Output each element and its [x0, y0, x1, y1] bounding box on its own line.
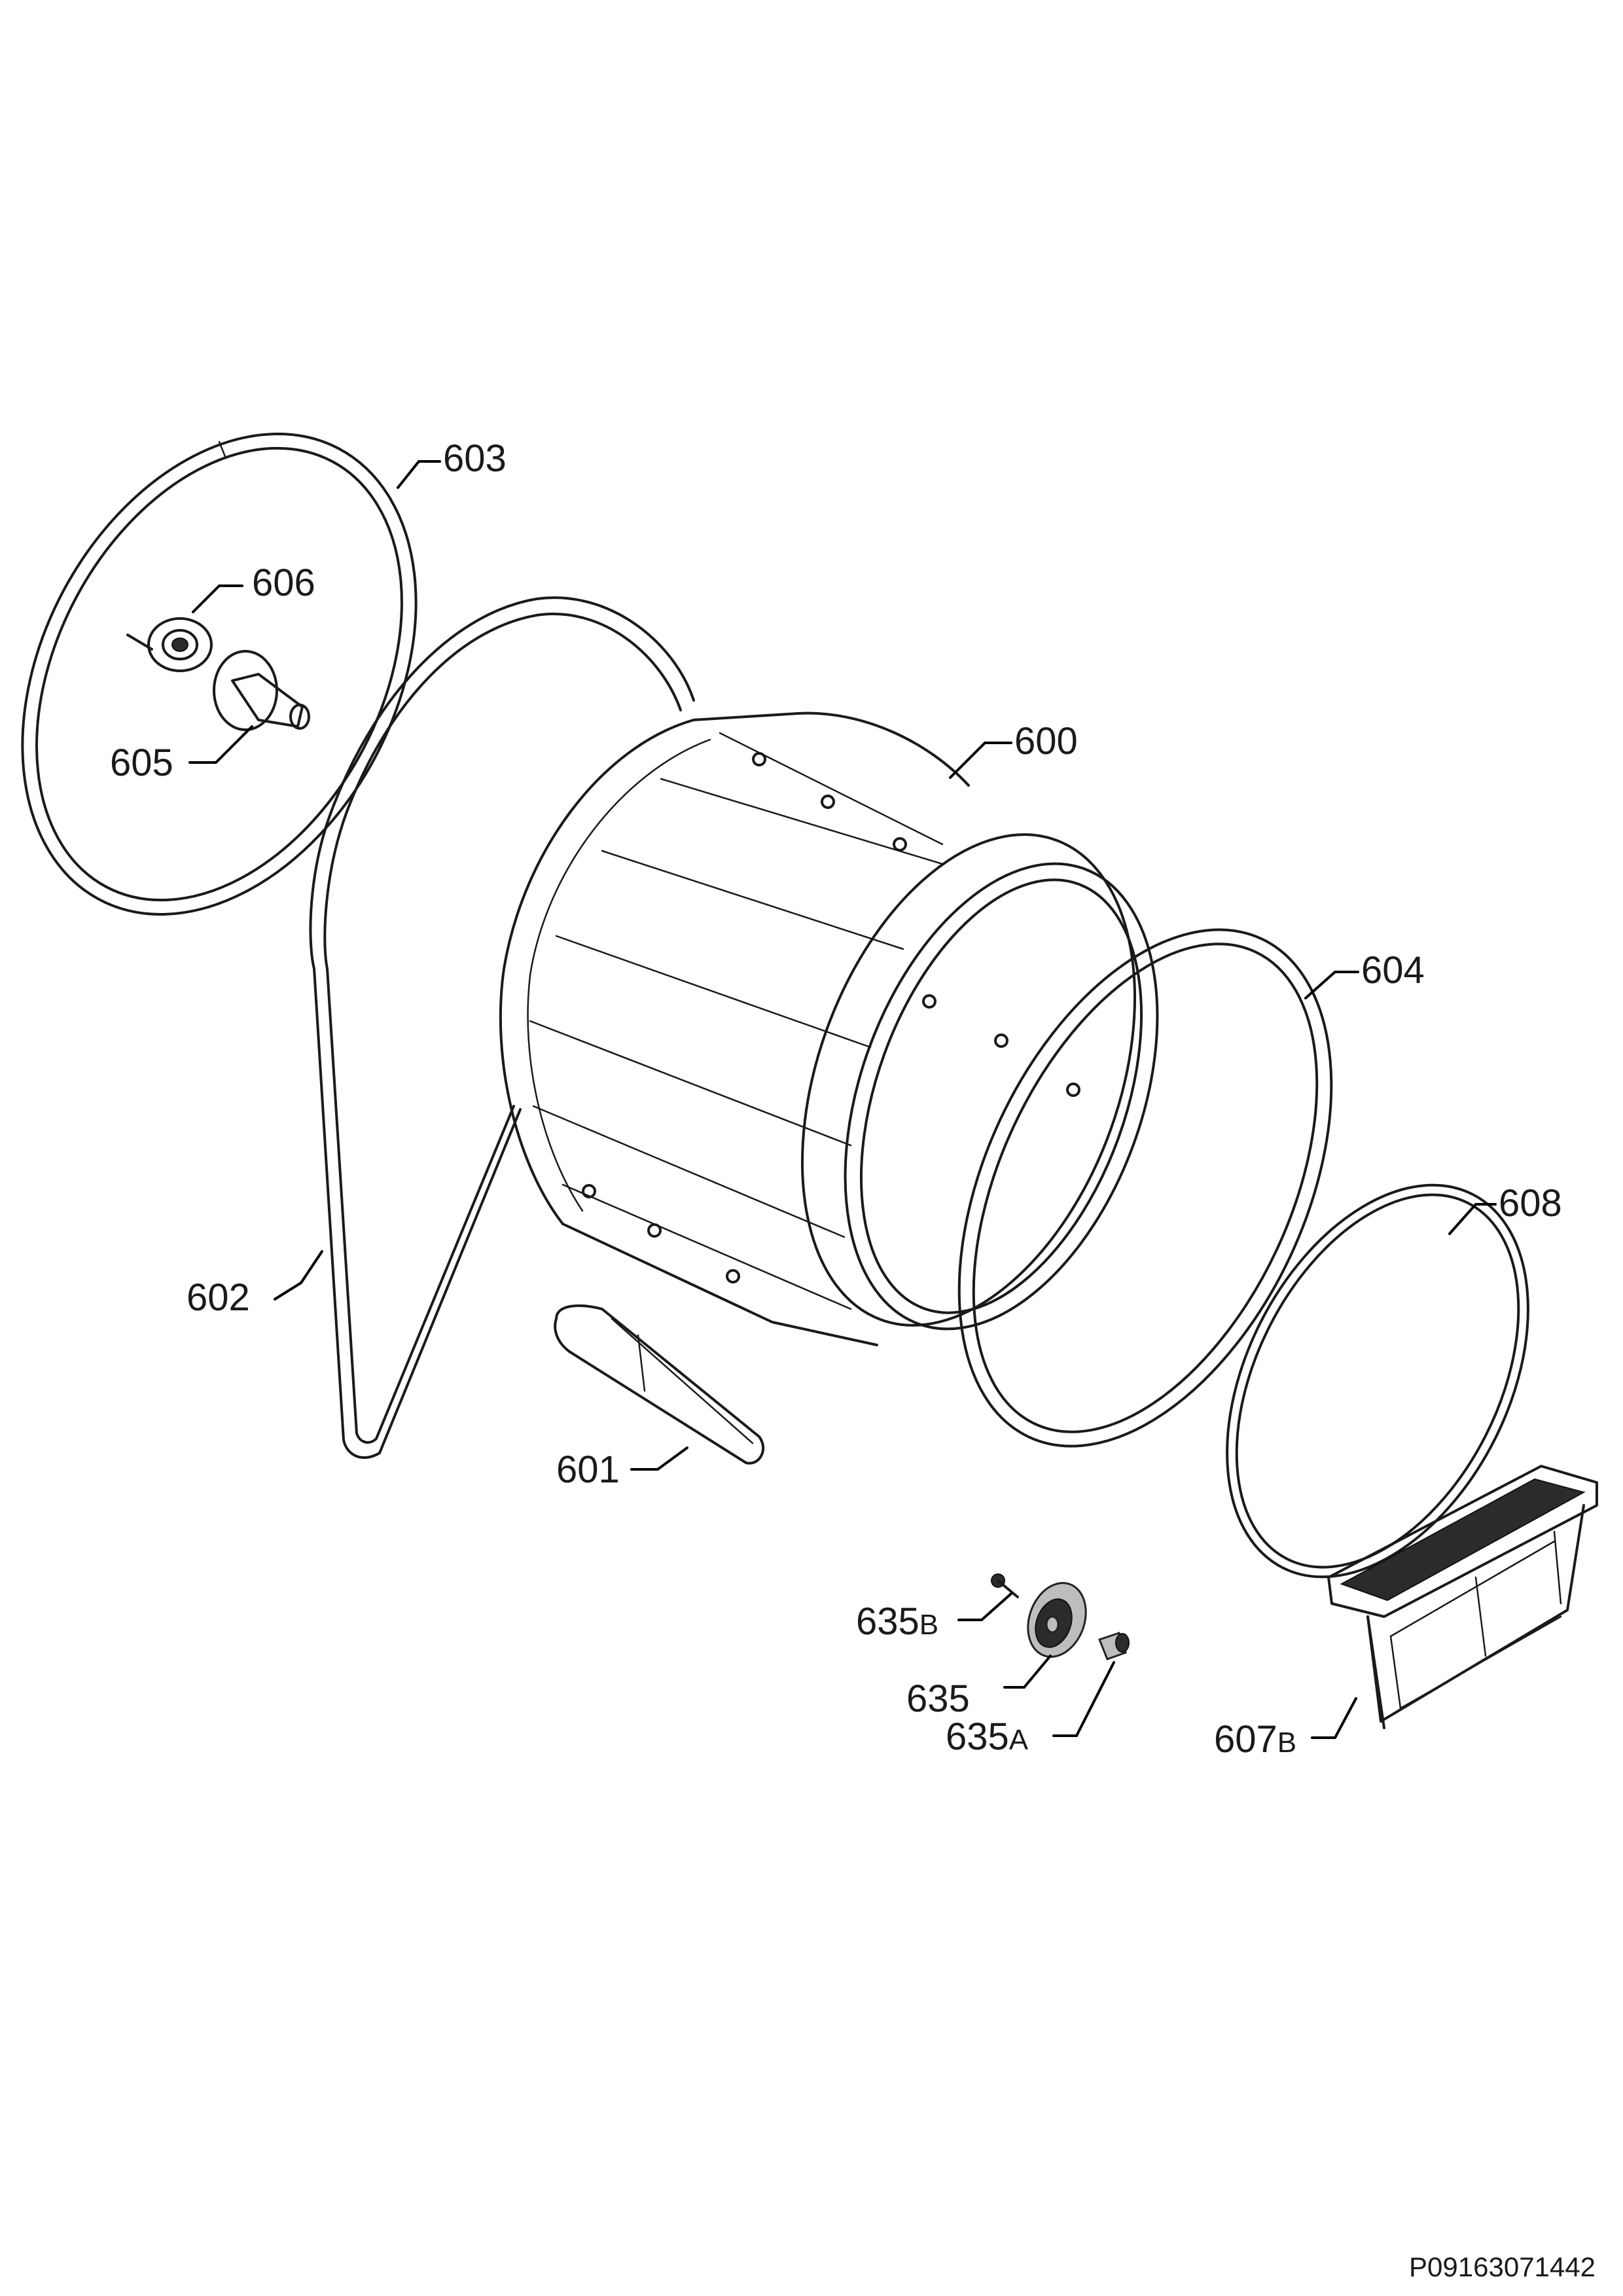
- label-635b-suffix: B: [919, 1609, 938, 1641]
- label-607b: 607B: [1214, 1718, 1296, 1761]
- part-600-drum: [499, 711, 1159, 1346]
- part-602-drive-belt: [309, 596, 695, 1460]
- label-635b: 635B: [856, 1600, 938, 1643]
- label-606: 606: [252, 562, 315, 604]
- label-635b-number: 635: [856, 1600, 919, 1643]
- part-601-paddle: [554, 1304, 764, 1465]
- document-code: P09163071442: [1409, 2251, 1596, 2282]
- label-608: 608: [1499, 1182, 1562, 1225]
- part-605-shaft: [213, 650, 310, 731]
- label-635a: 635A: [946, 1715, 1029, 1758]
- part-606-bearing-flange: [126, 617, 213, 672]
- part-604-front-seal: [957, 928, 1333, 1448]
- label-600: 600: [1014, 720, 1078, 762]
- label-605: 605: [110, 742, 173, 784]
- part-635-roller: [1027, 1582, 1087, 1658]
- leader-lines: [188, 460, 1497, 1739]
- label-635a-number: 635: [946, 1715, 1009, 1758]
- part-607b-filter-holder: [1327, 1465, 1598, 1729]
- label-635: 635: [906, 1677, 970, 1720]
- label-603: 603: [443, 437, 507, 480]
- label-604: 604: [1361, 949, 1425, 992]
- part-603-rear-plate: [21, 433, 418, 916]
- label-601: 601: [556, 1448, 620, 1491]
- label-607b-suffix: B: [1277, 1727, 1296, 1759]
- part-635b-screw: [991, 1573, 1019, 1598]
- label-635a-suffix: A: [1009, 1724, 1029, 1756]
- label-607b-number: 607: [1214, 1718, 1277, 1761]
- part-608-felt-seal: [1226, 1183, 1529, 1579]
- label-602: 602: [187, 1276, 250, 1319]
- part-635a-bush: [1098, 1632, 1130, 1660]
